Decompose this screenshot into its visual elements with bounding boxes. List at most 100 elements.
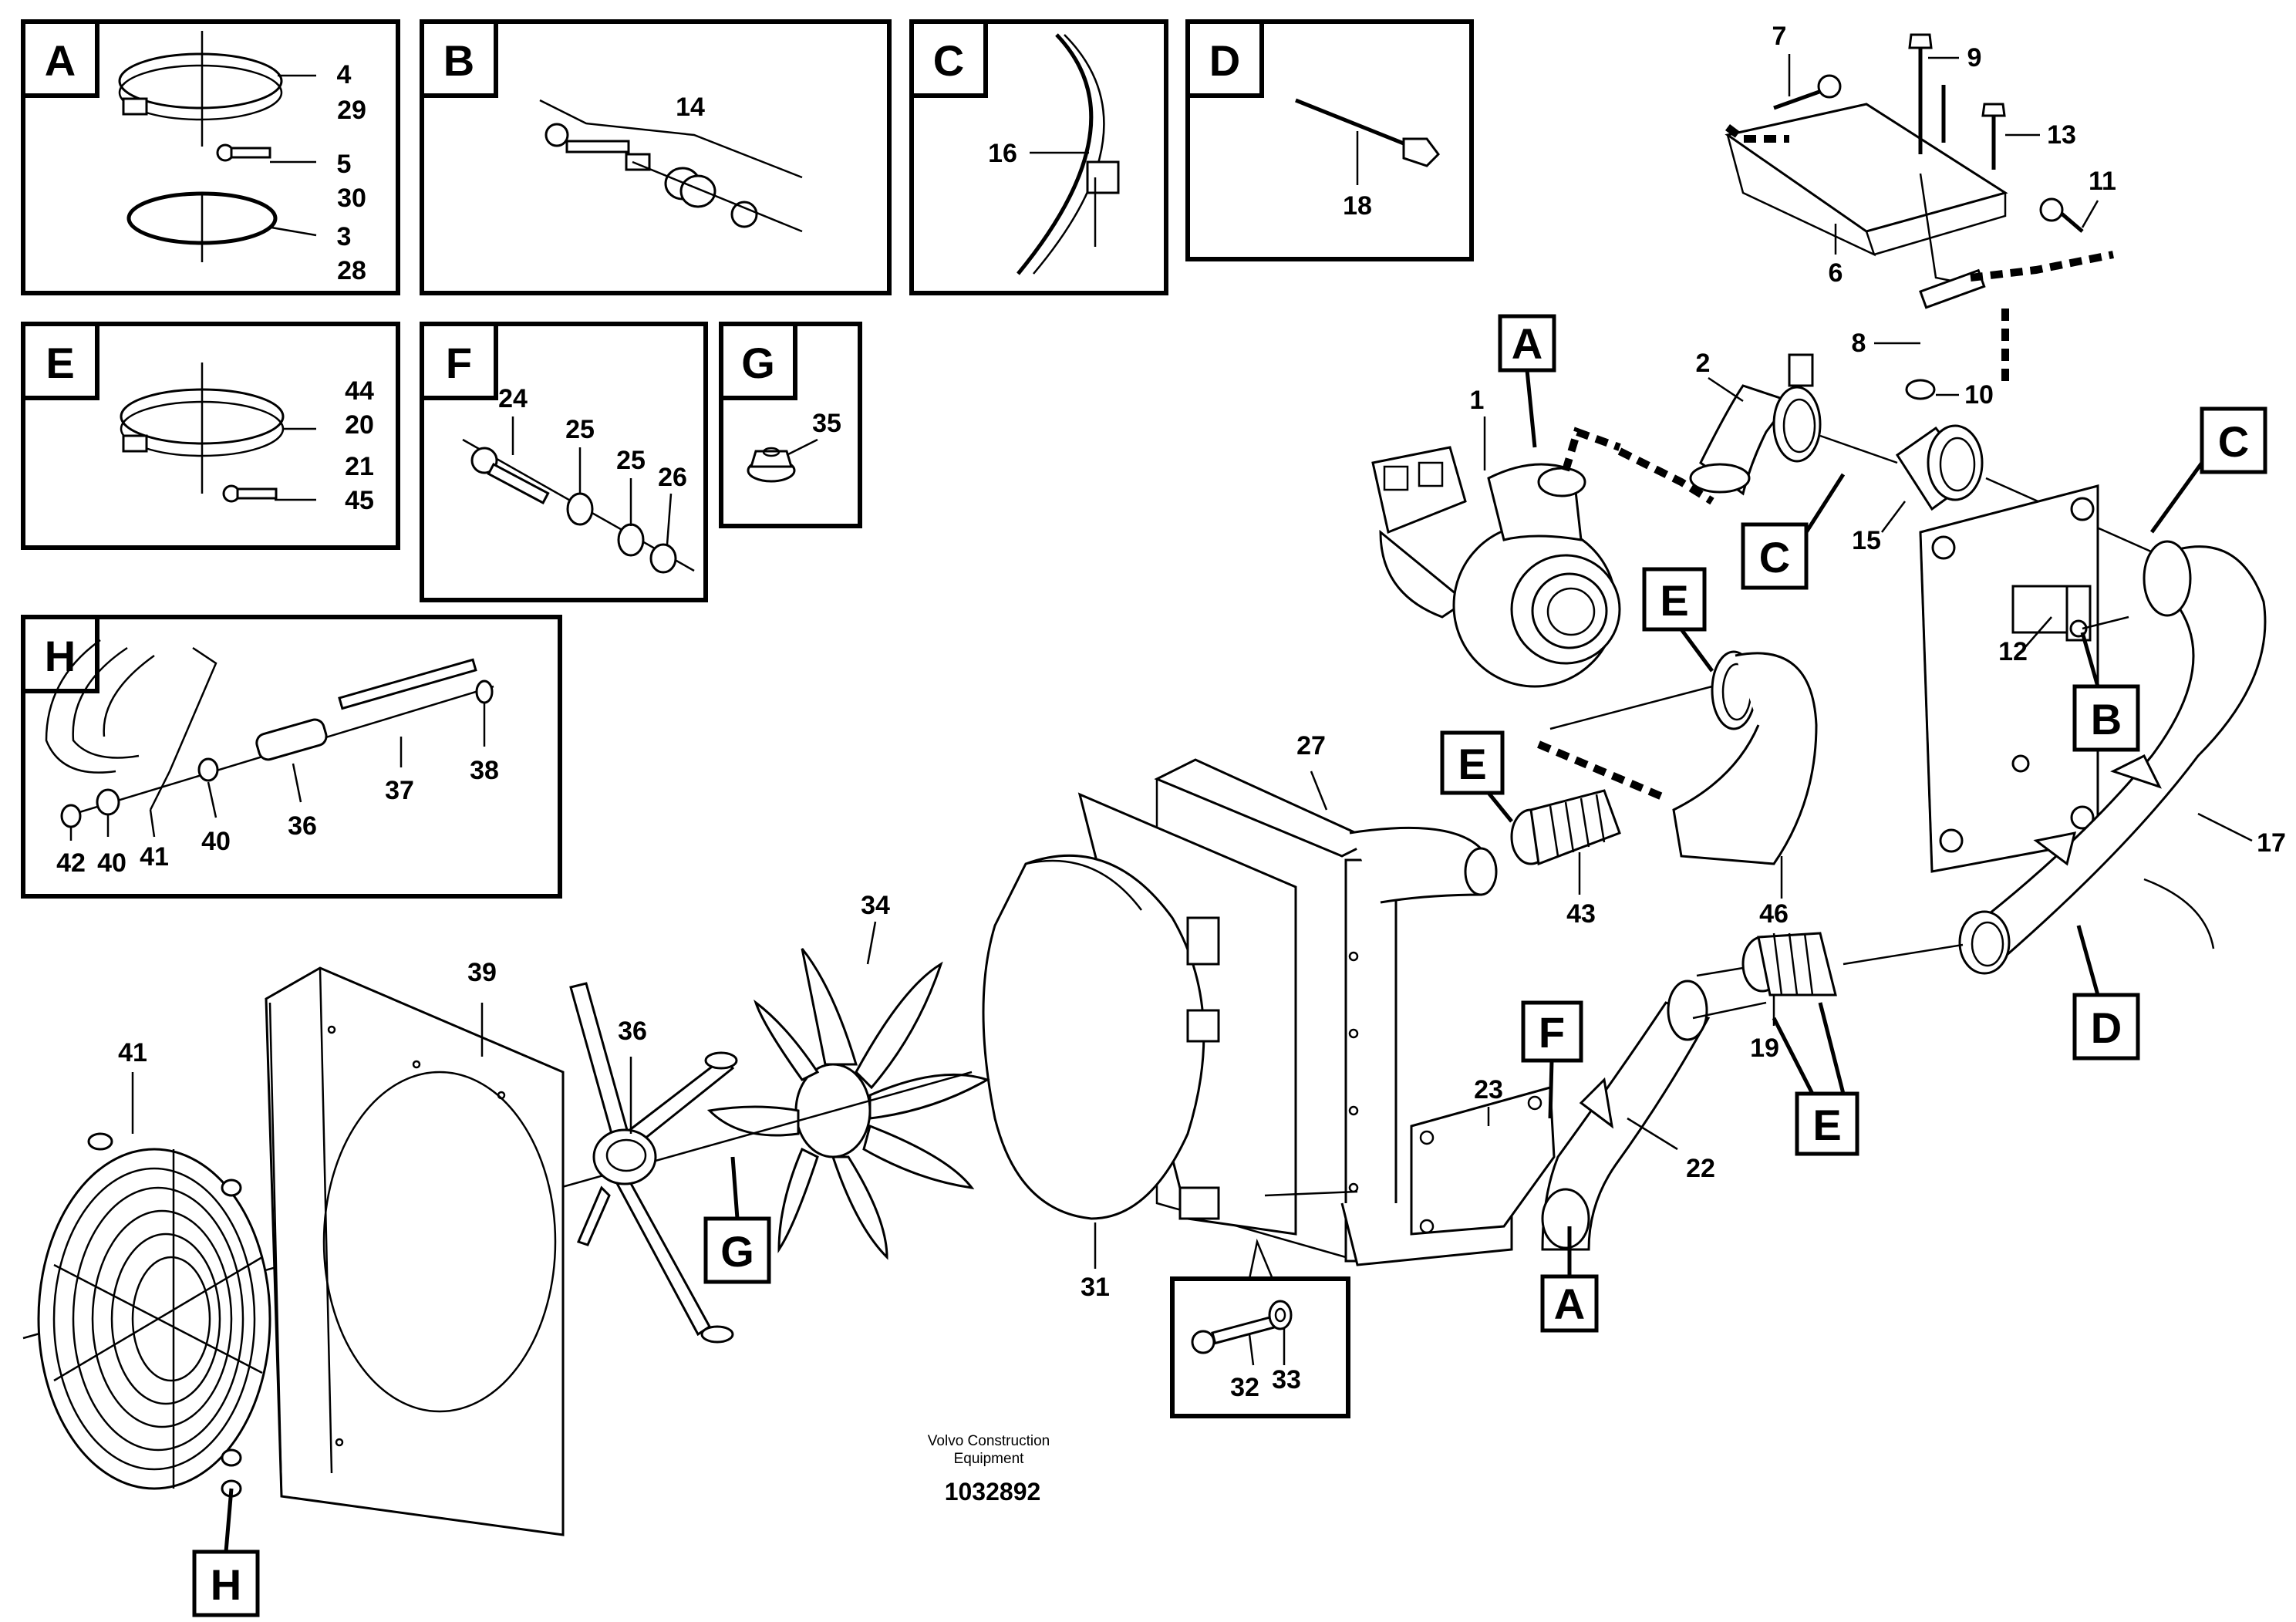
part-number-label: 40: [97, 848, 126, 878]
callout-e-upper: E: [1642, 567, 1714, 673]
detail-box-letter: F: [446, 339, 472, 387]
part-number-label: 36: [288, 811, 317, 841]
bracket-assembly: [1725, 103, 2008, 309]
detail-box-letter: A: [45, 36, 76, 85]
part-number-label: 36: [618, 1017, 647, 1046]
detail-box-letter: C: [933, 36, 964, 85]
bellows-43: [1510, 789, 1621, 866]
part-number-label: 5: [337, 150, 352, 179]
callout-label: F: [1539, 1008, 1565, 1057]
detail-box-letter: H: [45, 632, 76, 680]
detail-box-letter: B: [443, 36, 474, 85]
fan-shroud-plate: [265, 966, 565, 1536]
callout-label: E: [1458, 740, 1486, 788]
part-number-label: 11: [2089, 167, 2116, 196]
callout-f: F: [1521, 1000, 1583, 1119]
detail-box-e: E 44 20 21 45: [21, 322, 400, 550]
part-number-label: 18: [1343, 191, 1372, 221]
fan-guard-spider: [569, 982, 738, 1344]
part-number-label: 41: [140, 842, 169, 872]
part-number-label: 32: [1230, 1373, 1259, 1402]
support-bracket: [1410, 1086, 1556, 1236]
part-number-label: 41: [118, 1038, 147, 1067]
hose-connector: [1895, 424, 1984, 511]
callout-label: C: [2218, 417, 2249, 466]
hose-clamp-drawing: [120, 363, 285, 503]
callout-e-middle: E: [1440, 730, 1513, 823]
part-number-label: 42: [56, 848, 86, 878]
callout-b: B: [2072, 632, 2140, 752]
part-number-label: 26: [658, 463, 687, 492]
part-number-label: 23: [1474, 1075, 1503, 1104]
detail-box-letter: E: [46, 339, 74, 387]
part-number-label: 2: [1696, 349, 1711, 378]
part-number-label: 25: [565, 415, 595, 444]
part-number-label: 30: [337, 184, 366, 213]
part-number-label: 27: [1296, 731, 1326, 760]
part-number-label: 29: [337, 96, 366, 125]
bolt-hardware: [1773, 33, 2084, 400]
part-number-label: 8: [1852, 329, 1866, 358]
callout-label: A: [1512, 319, 1542, 368]
elbow-pipe-46: [1672, 650, 1818, 865]
bolt-washer-nut-drawing: [462, 438, 695, 574]
part-number-label: 33: [1272, 1365, 1301, 1394]
callout-label: E: [1660, 576, 1688, 625]
fan-guard-grille: [37, 1132, 271, 1498]
fan-guard-partial-drawing: [45, 639, 217, 811]
part-number-label: 39: [467, 958, 497, 987]
part-number-label: 16: [988, 139, 1017, 168]
callout-c-right: C: [2149, 406, 2267, 534]
callout-label: C: [1759, 533, 1790, 582]
part-number-label: 35: [812, 409, 841, 438]
long-bolt-drawing: [1295, 98, 1440, 167]
callout-g: G: [703, 1156, 771, 1284]
intercooler-radiator: [1154, 758, 1513, 1266]
part-number-label: 7: [1772, 22, 1787, 51]
callout-d: D: [2072, 925, 2140, 1061]
hose-clamp-drawing: [118, 31, 283, 147]
elbow-pipe: [1689, 353, 1822, 496]
part-number-label: 3: [337, 222, 352, 251]
part-number-label: 6: [1829, 258, 1843, 288]
mounting-plate: [1919, 484, 2099, 873]
callout-a-bottom: A: [1540, 1226, 1599, 1333]
clamp-band-drawing: [1017, 33, 1120, 275]
bolt-drawing: [216, 143, 271, 162]
detail-box-b: B 14: [420, 19, 892, 295]
part-number-label: 24: [498, 384, 528, 413]
spacer-and-stud-drawing: [60, 658, 494, 828]
part-number-label: 34: [861, 891, 890, 920]
part-number-label: 21: [345, 452, 374, 481]
callout-c-middle: C: [1741, 473, 1846, 590]
callout-label: B: [2091, 695, 2122, 744]
intake-pipe: [1541, 980, 1711, 1251]
part-number-label: 17: [2257, 828, 2286, 858]
callout-e-lower: E: [1772, 1002, 1859, 1156]
bellows-19: [1741, 932, 1837, 996]
detail-box-a: A 4 29 5 30 3 28: [21, 19, 400, 295]
callout-label: G: [720, 1227, 754, 1276]
callout-label: D: [2091, 1003, 2122, 1052]
part-number-label: 37: [385, 776, 414, 805]
part-number-label: 25: [616, 446, 646, 475]
callout-a-top: A: [1498, 314, 1556, 448]
part-number-label: 19: [1750, 1034, 1779, 1063]
part-number-label: 12: [1998, 637, 2028, 666]
turbocharger: [1371, 446, 1621, 688]
manufacturer-name: Equipment: [954, 1451, 1025, 1467]
mounting-kit-drawing: [539, 99, 803, 233]
detail-box-letter: D: [1209, 36, 1240, 85]
part-number-label: 40: [201, 827, 231, 856]
part-number-label: 10: [1964, 380, 1994, 410]
part-number-label: 20: [345, 410, 374, 440]
part-number-label: 14: [676, 93, 705, 122]
part-number-label: 9: [1967, 43, 1982, 73]
manufacturer-name: Volvo Construction: [928, 1433, 1050, 1449]
part-number-label: 15: [1852, 526, 1881, 555]
detail-box-h: H 37 38 36 42 40 41 40: [21, 615, 562, 899]
fan-shroud: [982, 792, 1297, 1236]
callout-label: A: [1554, 1280, 1585, 1328]
part-number-label: 45: [345, 486, 374, 515]
detail-box-letter: G: [741, 339, 775, 387]
